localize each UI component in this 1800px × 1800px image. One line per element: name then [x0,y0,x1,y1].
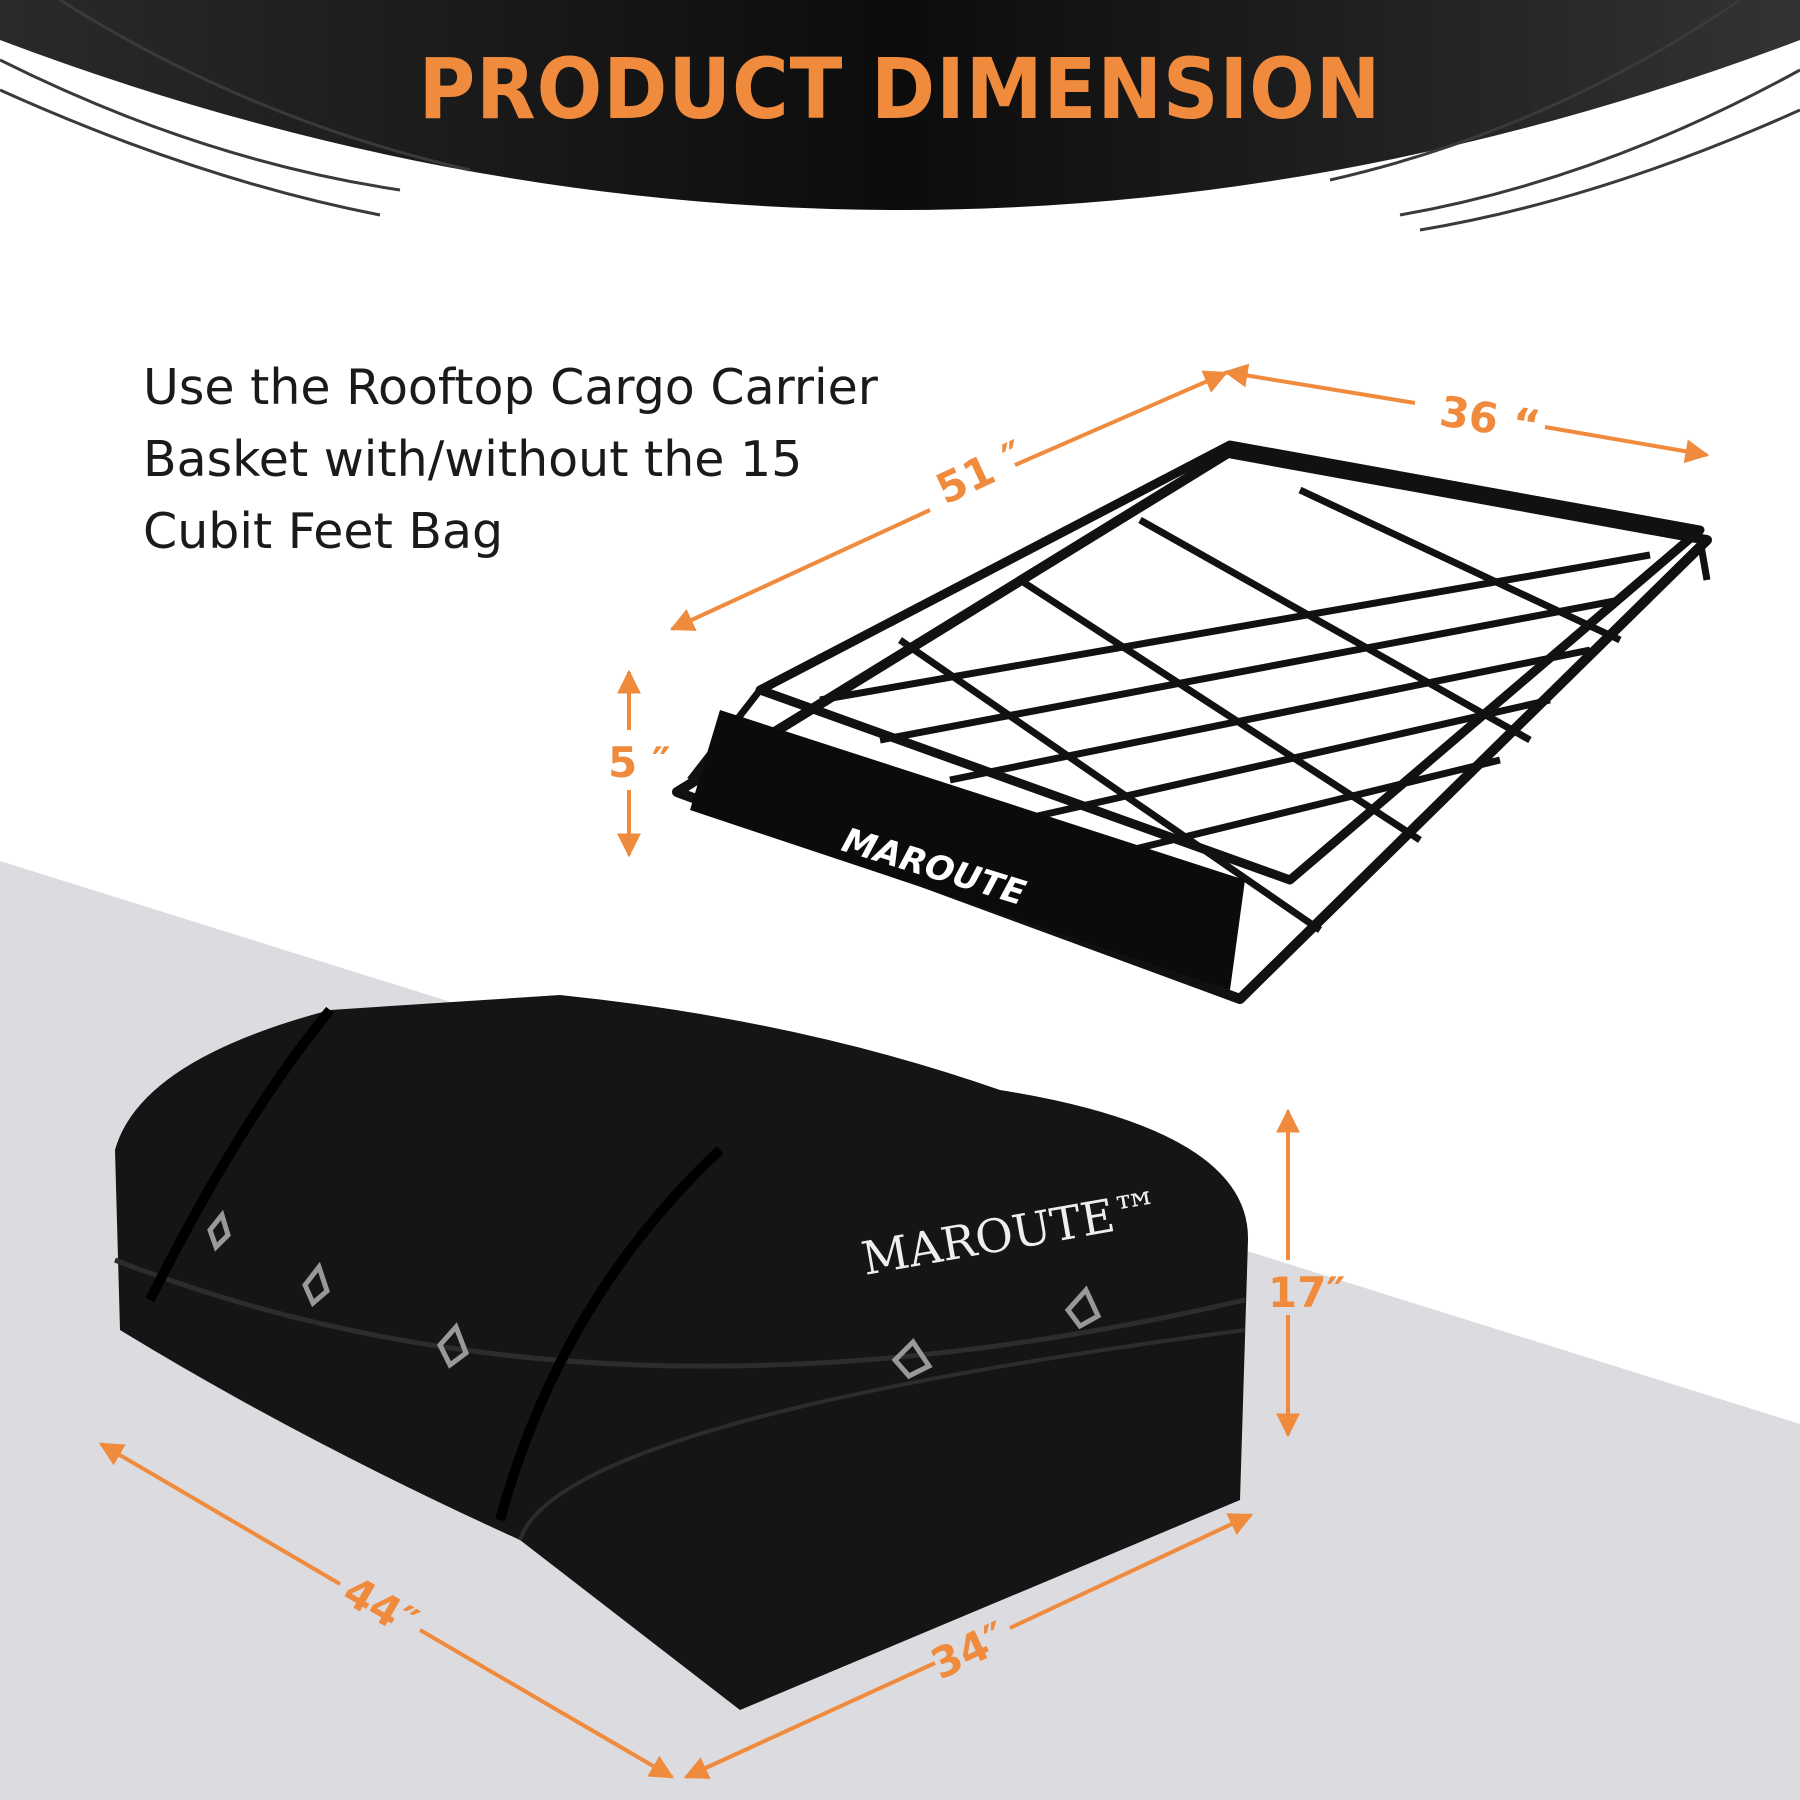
basket-height-label: 5 ″ [608,738,671,787]
basket-width-label: 36 “ [1436,386,1543,450]
header-background [0,0,1800,210]
basket-length-label: 51 ″ [929,431,1033,514]
description: Use the Rooftop Cargo Carrier Basket wit… [143,352,943,568]
bag-height-label: 17″ [1268,1268,1345,1317]
description-line: Use the Rooftop Cargo Carrier [143,359,878,416]
header-texture [0,0,1800,232]
wind-fairing [690,710,1245,990]
description-line: Cubit Feet Bag [143,503,504,560]
cargo-bag-image: MAROUTE™ [114,995,1249,1710]
roof-basket-image: MAROUTE [672,440,1712,1004]
description-line: Basket with/without the 15 [143,431,803,488]
dimension-lines [98,363,1710,1779]
page-title: PRODUCT DIMENSION [418,40,1382,138]
